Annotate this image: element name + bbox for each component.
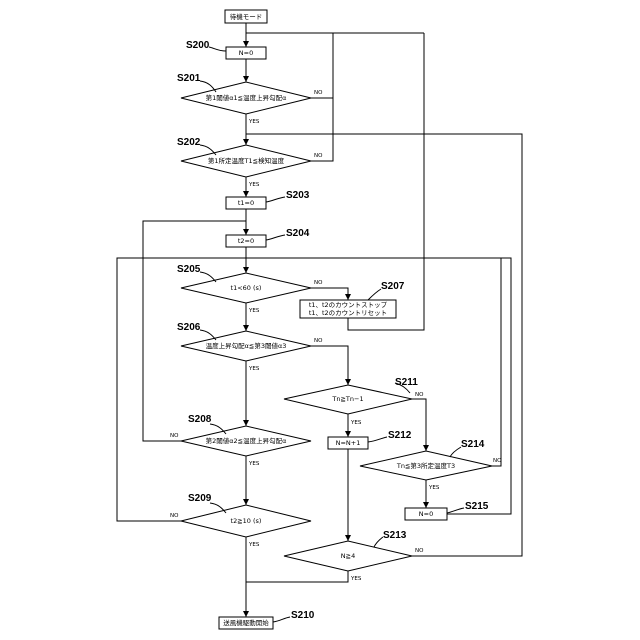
flow-line <box>246 258 511 514</box>
s209-text: t2≧10 (s) <box>231 517 262 525</box>
s207-text-line2: t1、t2のカウントリセット <box>309 309 387 317</box>
flow-line <box>492 258 501 466</box>
step-label-s200: S200 <box>186 40 210 51</box>
s211-text: Tn≧Tn−1 <box>331 395 363 403</box>
s200-text: N=0 <box>239 49 253 57</box>
start-node-text: 待機モード <box>230 12 263 21</box>
flow-line <box>311 346 348 385</box>
arrowhead <box>345 294 351 300</box>
step-label-s210: S210 <box>291 610 315 621</box>
step-label-s213: S213 <box>383 530 407 541</box>
s213-text: N≧4 <box>341 552 355 560</box>
step-label-s214: S214 <box>461 439 485 450</box>
no-label-s211: NO <box>415 392 424 398</box>
yes-label-s211: YES <box>350 420 362 426</box>
leader-s213 <box>374 537 383 547</box>
leader-s207 <box>368 289 381 300</box>
step-label-s211: S211 <box>395 377 418 388</box>
step-label-s205: S205 <box>177 264 201 275</box>
step-label-s206: S206 <box>177 322 201 333</box>
arrowhead <box>243 611 249 617</box>
leader-s204 <box>266 235 285 240</box>
arrowhead <box>243 229 249 235</box>
no-label-s213: NO <box>415 548 424 554</box>
step-label-s204: S204 <box>286 228 310 239</box>
leader-s215 <box>447 508 464 513</box>
s202-text: 第1所定温度T1≦検知温度 <box>208 156 285 165</box>
yes-label-s201: YES <box>248 119 260 125</box>
step-label-s207: S207 <box>381 281 405 292</box>
yes-label-s202: YES <box>248 182 260 188</box>
s201-text: 第1閾値α1≦温度上昇勾配α <box>206 93 287 102</box>
arrowhead <box>243 139 249 145</box>
step-label-s202: S202 <box>177 137 201 148</box>
flow-line <box>246 571 348 582</box>
s210-text: 送風機駆動開始 <box>223 618 269 627</box>
step-label-s215: S215 <box>465 501 489 512</box>
s204-text: t2=0 <box>238 237 254 245</box>
arrowhead <box>243 41 249 47</box>
arrowhead <box>345 535 351 541</box>
yes-label-s206: YES <box>248 366 260 372</box>
s214-text: Tn≦第3所定温度T3 <box>396 461 455 470</box>
node-shapes <box>181 10 492 629</box>
yes-label-s214: YES <box>428 485 440 491</box>
no-label-s209: NO <box>170 513 179 519</box>
leader-s210 <box>273 617 290 622</box>
s208-text: 第2閾値α2≦温度上昇勾配α <box>206 436 287 445</box>
arrowhead <box>243 325 249 331</box>
arrowhead <box>423 445 429 451</box>
arrowhead <box>243 267 249 273</box>
arrowhead <box>243 420 249 426</box>
flow-line <box>311 33 333 98</box>
flow-line <box>412 399 426 451</box>
yes-label-s213: YES <box>350 576 362 582</box>
no-label-s201: NO <box>314 90 323 96</box>
arrowhead <box>243 499 249 505</box>
arrowhead <box>243 191 249 197</box>
step-label-s201: S201 <box>177 73 201 84</box>
no-label-s208: NO <box>170 433 179 439</box>
step-label-s212: S212 <box>388 430 412 441</box>
leader-s214 <box>450 447 461 457</box>
leader-s200 <box>209 47 226 51</box>
arrowhead <box>345 431 351 437</box>
s205-text: t1<60 (s) <box>231 284 262 292</box>
no-label-s202: NO <box>314 153 323 159</box>
no-label-s214: NO <box>493 458 502 464</box>
s203-text: t1=0 <box>238 199 254 207</box>
yes-label-s208: YES <box>248 461 260 467</box>
yes-label-s209: YES <box>248 542 260 548</box>
leader-s212 <box>368 437 387 442</box>
no-label-s205: NO <box>314 280 323 286</box>
arrowhead <box>345 379 351 385</box>
s207-text-line1: t1、t2のカウントストップ <box>309 301 388 309</box>
connector-lines <box>117 23 522 617</box>
no-label-s206: NO <box>314 338 323 344</box>
arrowhead <box>423 502 429 508</box>
step-label-s203: S203 <box>286 190 310 201</box>
leader-s203 <box>266 197 285 202</box>
s206-text: 温度上昇勾配α≦第3閾値α3 <box>206 341 287 350</box>
arrowhead <box>243 76 249 82</box>
yes-label-s205: YES <box>248 308 260 314</box>
flow-line <box>311 98 333 161</box>
flow-line <box>311 288 348 300</box>
step-label-s209: S209 <box>188 493 212 504</box>
step-label-s208: S208 <box>188 414 212 425</box>
s212-text: N=N+1 <box>336 439 361 447</box>
s215-text: N=0 <box>419 510 433 518</box>
